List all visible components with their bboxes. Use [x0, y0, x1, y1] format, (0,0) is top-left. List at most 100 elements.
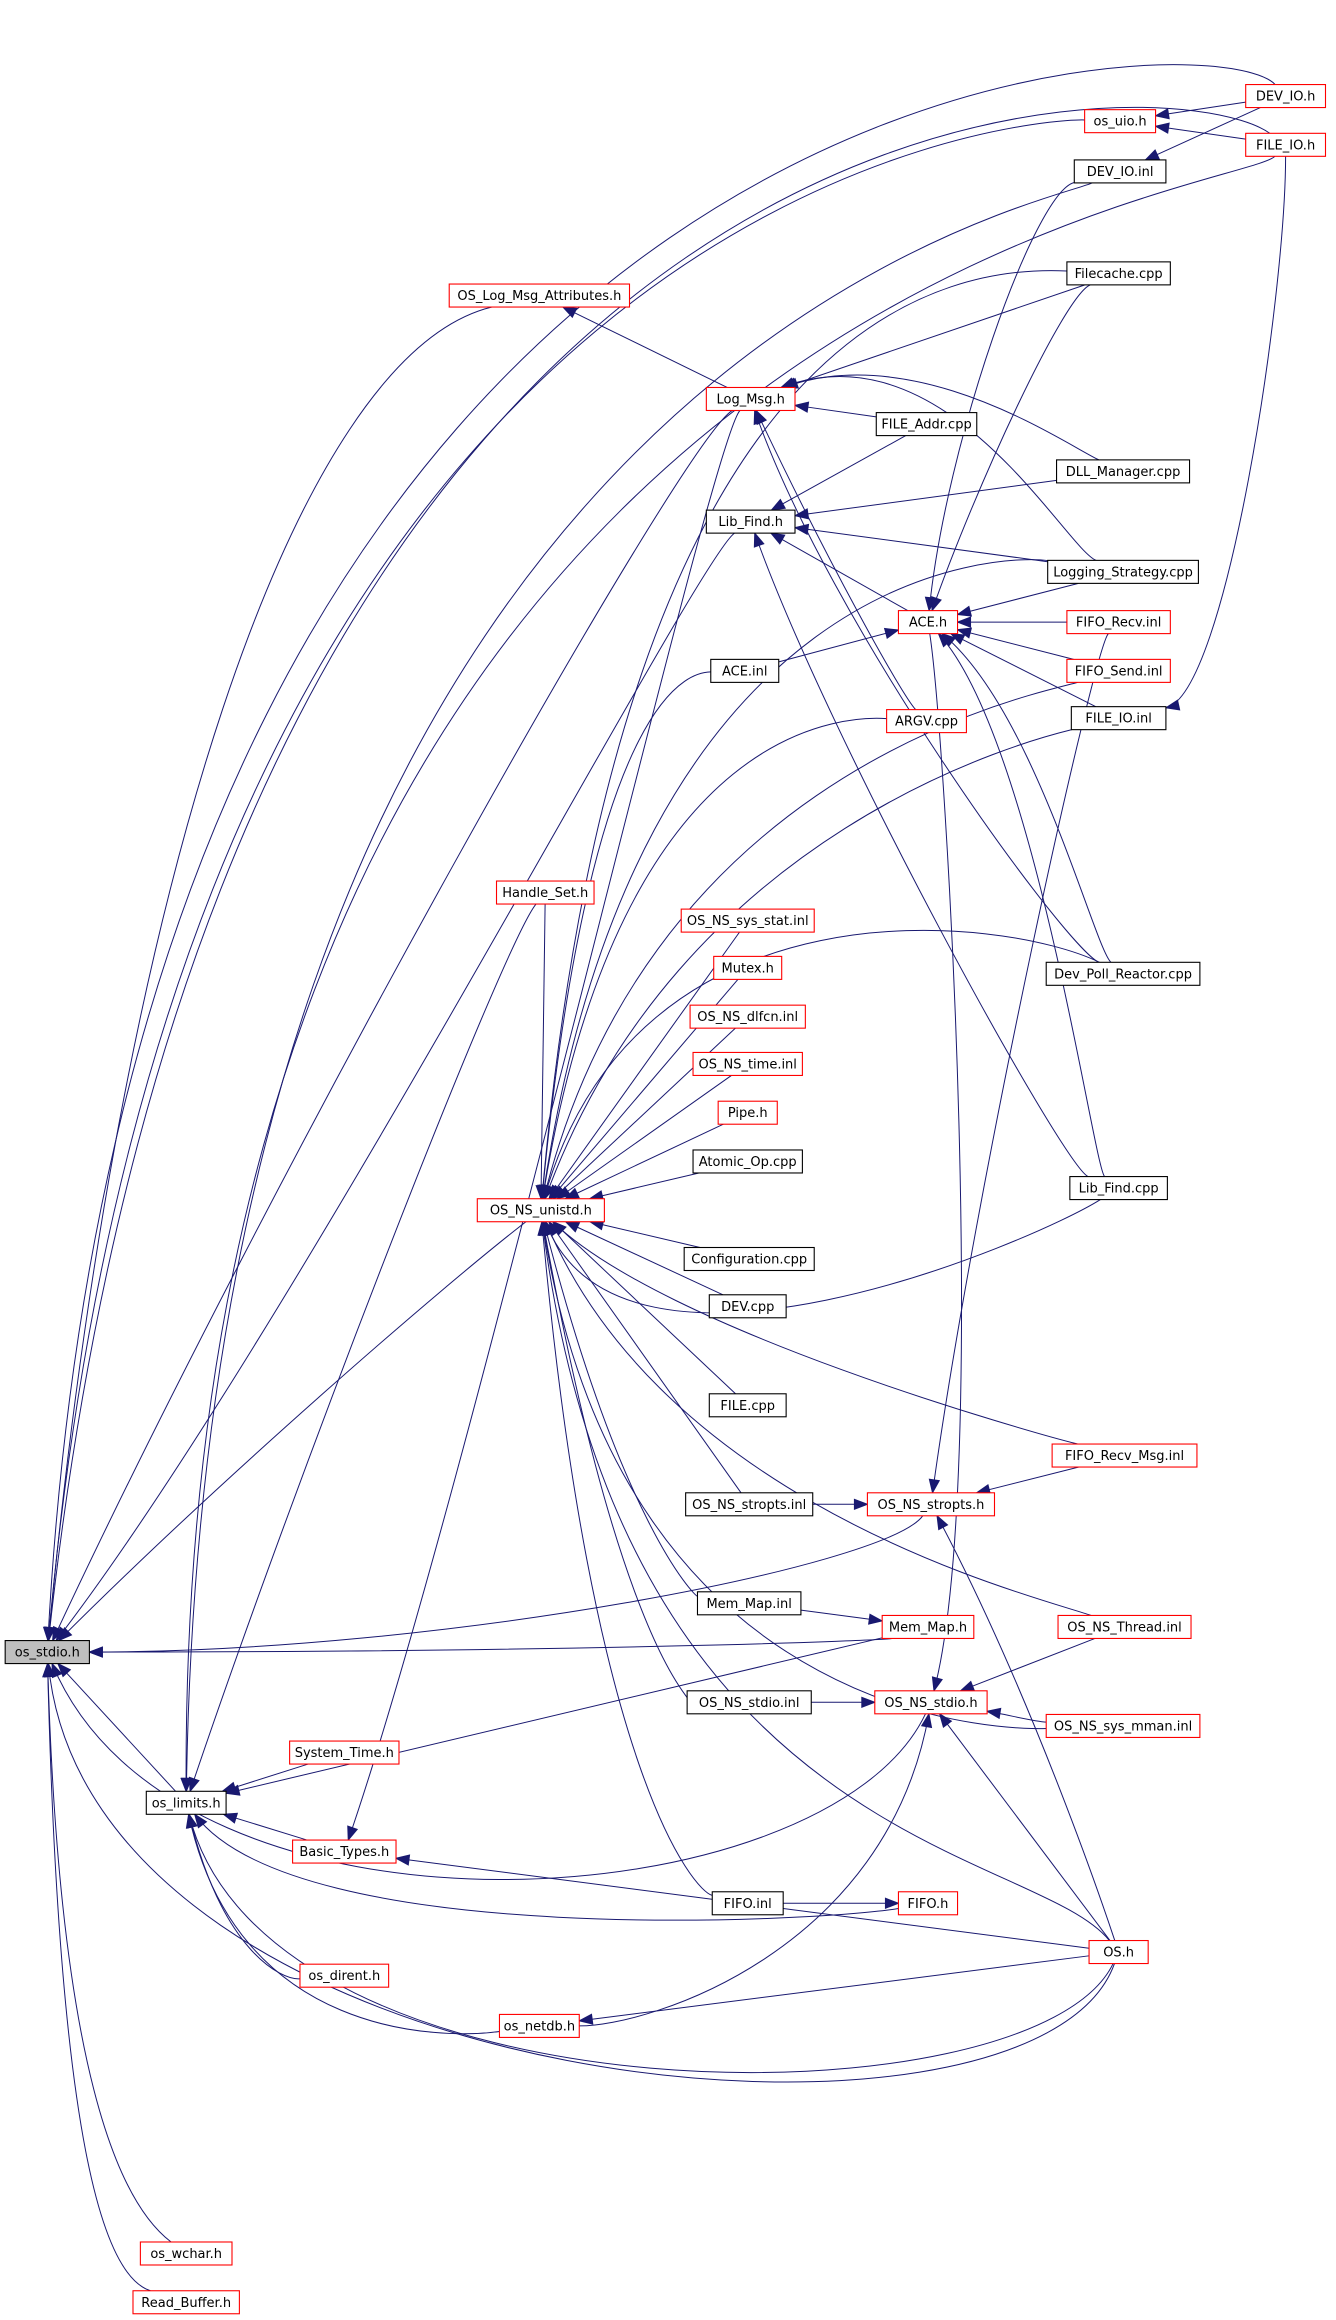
node-box[interactable]: [1245, 84, 1327, 109]
node-box[interactable]: [289, 1740, 400, 1765]
node-os-ns-sys-mman[interactable]: OS_NS_sys_mman.inl: [1045, 1713, 1201, 1739]
node-box[interactable]: [1066, 658, 1171, 683]
node-os-log-msg-attributes[interactable]: OS_Log_Msg_Attributes.h: [448, 283, 631, 308]
node-box[interactable]: [1245, 132, 1327, 157]
node-os-ns-sys-stat[interactable]: OS_NS_sys_stat.inl: [680, 908, 815, 933]
node-lib-find-cpp[interactable]: Lib_Find.cpp: [1069, 1176, 1168, 1201]
node-box[interactable]: [1070, 706, 1167, 731]
node-box[interactable]: [1066, 261, 1171, 286]
node-box[interactable]: [874, 1690, 988, 1715]
node-os-stdio[interactable]: os_stdio.h: [4, 1640, 90, 1665]
node-box[interactable]: [875, 412, 978, 437]
node-box[interactable]: [1073, 159, 1167, 184]
node-mutex[interactable]: Mutex.h: [713, 955, 783, 980]
node-lib-find-h[interactable]: Lib_Find.h: [705, 509, 796, 534]
node-box[interactable]: [139, 2241, 233, 2266]
node-os-limits[interactable]: os_limits.h: [145, 1790, 227, 1815]
node-os-ns-unistd[interactable]: OS_NS_unistd.h: [476, 1198, 605, 1223]
node-read-buffer[interactable]: Read_Buffer.h: [132, 2290, 240, 2315]
node-mem-map-h[interactable]: Mem_Map.h: [881, 1614, 975, 1639]
node-os-h[interactable]: OS.h: [1088, 1939, 1149, 1965]
node-configuration[interactable]: Configuration.cpp: [683, 1246, 815, 1272]
node-fifo-recv-msg[interactable]: FIFO_Recv_Msg.inl: [1051, 1443, 1198, 1468]
node-box[interactable]: [685, 1492, 814, 1517]
node-box[interactable]: [1069, 1176, 1168, 1201]
node-atomic-op[interactable]: Atomic_Op.cpp: [692, 1149, 803, 1174]
node-box[interactable]: [1066, 610, 1171, 635]
node-os-ns-stropts-h[interactable]: OS_NS_stropts.h: [866, 1492, 996, 1517]
node-box[interactable]: [708, 1294, 787, 1319]
node-box[interactable]: [1045, 1713, 1201, 1739]
node-argv[interactable]: ARGV.cpp: [886, 709, 967, 734]
node-file-io-h[interactable]: FILE_IO.h: [1245, 132, 1327, 157]
node-box[interactable]: [897, 1891, 959, 1916]
node-basic-types[interactable]: Basic_Types.h: [292, 1839, 397, 1864]
node-box[interactable]: [705, 386, 796, 412]
node-dev-cpp[interactable]: DEV.cpp: [708, 1294, 787, 1319]
node-box[interactable]: [692, 1149, 803, 1174]
node-mem-map-inl[interactable]: Mem_Map.inl: [696, 1591, 802, 1616]
node-fifo-recv-inl[interactable]: FIFO_Recv.inl: [1066, 610, 1171, 635]
node-filecache[interactable]: Filecache.cpp: [1066, 261, 1171, 286]
node-dev-poll-reactor[interactable]: Dev_Poll_Reactor.cpp: [1045, 961, 1201, 986]
node-box[interactable]: [686, 1690, 812, 1715]
node-box[interactable]: [696, 1591, 802, 1616]
node-dll-manager[interactable]: DLL_Manager.cpp: [1056, 459, 1191, 484]
node-box[interactable]: [881, 1614, 975, 1639]
node-box[interactable]: [498, 2013, 580, 2038]
node-dev-io-inl[interactable]: DEV_IO.inl: [1073, 159, 1167, 184]
node-os-ns-thread[interactable]: OS_NS_Thread.inl: [1057, 1614, 1192, 1639]
node-file-io-inl[interactable]: FILE_IO.inl: [1070, 706, 1167, 731]
node-box[interactable]: [1047, 559, 1199, 584]
node-box[interactable]: [866, 1492, 996, 1517]
node-box[interactable]: [1045, 961, 1201, 986]
node-box[interactable]: [717, 1100, 778, 1125]
node-os-ns-stdio-h[interactable]: OS_NS_stdio.h: [874, 1690, 988, 1715]
node-os-ns-stdio-inl[interactable]: OS_NS_stdio.inl: [686, 1690, 812, 1715]
node-os-netdb[interactable]: os_netdb.h: [498, 2013, 580, 2038]
node-box[interactable]: [705, 509, 796, 534]
node-box[interactable]: [711, 1891, 784, 1916]
node-box[interactable]: [692, 1051, 803, 1076]
node-box[interactable]: [689, 1004, 806, 1029]
node-ace-inl[interactable]: ACE.inl: [710, 658, 780, 683]
node-log-msg[interactable]: Log_Msg.h: [705, 386, 796, 412]
node-box[interactable]: [4, 1640, 90, 1665]
node-box[interactable]: [145, 1790, 227, 1815]
node-handle-set[interactable]: Handle_Set.h: [495, 880, 595, 905]
node-pipe[interactable]: Pipe.h: [717, 1100, 778, 1125]
node-file-cpp[interactable]: FILE.cpp: [708, 1393, 787, 1418]
node-box[interactable]: [1057, 1614, 1192, 1639]
node-fifo-send-inl[interactable]: FIFO_Send.inl: [1066, 658, 1171, 683]
node-box[interactable]: [683, 1246, 815, 1272]
node-box[interactable]: [897, 610, 959, 635]
node-os-ns-stropts-inl[interactable]: OS_NS_stropts.inl: [685, 1492, 814, 1517]
node-ace-h[interactable]: ACE.h: [897, 610, 959, 635]
node-box[interactable]: [1051, 1443, 1198, 1468]
node-box[interactable]: [1088, 1939, 1149, 1965]
node-box[interactable]: [495, 880, 595, 905]
node-os-ns-time[interactable]: OS_NS_time.inl: [692, 1051, 803, 1076]
node-dev-io-h[interactable]: DEV_IO.h: [1245, 84, 1327, 109]
node-logging-strategy[interactable]: Logging_Strategy.cpp: [1047, 559, 1199, 584]
node-box[interactable]: [299, 1963, 390, 1988]
node-system-time[interactable]: System_Time.h: [289, 1740, 400, 1765]
node-box[interactable]: [708, 1393, 787, 1418]
node-box[interactable]: [680, 908, 815, 933]
node-box[interactable]: [886, 709, 967, 734]
node-os-dirent[interactable]: os_dirent.h: [299, 1963, 390, 1988]
node-file-addr[interactable]: FILE_Addr.cpp: [875, 412, 978, 437]
node-fifo-inl[interactable]: FIFO.inl: [711, 1891, 784, 1916]
node-box[interactable]: [1084, 109, 1157, 134]
node-box[interactable]: [132, 2290, 240, 2315]
node-os-uio[interactable]: os_uio.h: [1084, 109, 1157, 134]
node-box[interactable]: [448, 283, 631, 308]
node-fifo-h[interactable]: FIFO.h: [897, 1891, 959, 1916]
node-os-ns-dlfcn[interactable]: OS_NS_dlfcn.inl: [689, 1004, 806, 1029]
node-box[interactable]: [710, 658, 780, 683]
node-box[interactable]: [713, 955, 783, 980]
node-box[interactable]: [476, 1198, 605, 1223]
node-box[interactable]: [292, 1839, 397, 1864]
node-box[interactable]: [1056, 459, 1191, 484]
node-os-wchar[interactable]: os_wchar.h: [139, 2241, 233, 2266]
